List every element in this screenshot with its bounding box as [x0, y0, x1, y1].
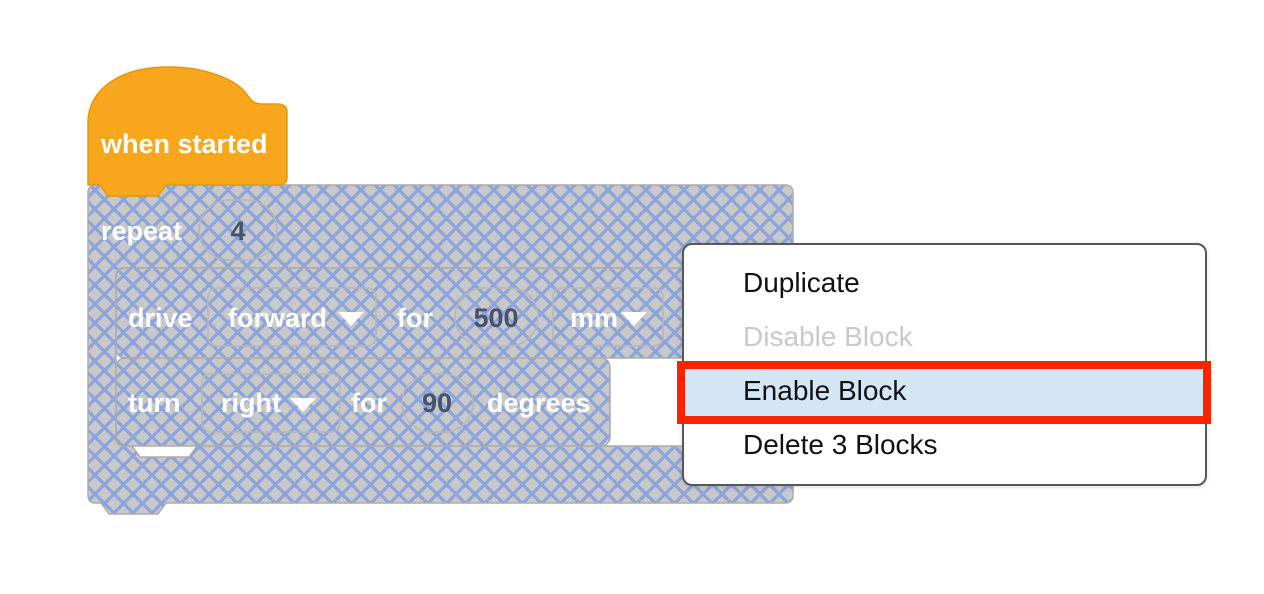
drive-distance-input[interactable] — [454, 287, 539, 347]
drive-distance-value: 500 — [473, 303, 518, 333]
turn-angle-input[interactable] — [401, 373, 474, 433]
drive-unit-dropdown[interactable] — [552, 287, 664, 347]
dropdown-arrow-icon[interactable] — [290, 398, 316, 412]
context-menu: Duplicate Disable Block Enable Block Del… — [682, 243, 1207, 486]
dropdown-arrow-icon[interactable] — [621, 312, 647, 326]
dropdown-arrow-icon[interactable] — [338, 312, 364, 326]
repeat-count-input[interactable] — [198, 199, 278, 261]
when-started-hat-block[interactable] — [87, 66, 288, 197]
when-started-label: when started — [100, 129, 268, 159]
turn-degrees-label: degrees — [487, 388, 591, 418]
drive-for-label: for — [397, 303, 433, 333]
drive-direction-value: forward — [228, 303, 327, 333]
drive-unit-value: mm — [570, 303, 618, 333]
repeat-label: repeat — [101, 216, 182, 246]
turn-direction-dropdown[interactable] — [201, 373, 341, 433]
menu-item-duplicate[interactable]: Duplicate — [743, 267, 860, 298]
turn-for-label: for — [351, 388, 387, 418]
turn-block[interactable] — [115, 357, 611, 447]
repeat-count-value: 4 — [230, 216, 245, 246]
turn-label: turn — [128, 388, 180, 418]
menu-item-disable-block: Disable Block — [743, 321, 913, 352]
drive-direction-dropdown[interactable] — [207, 287, 377, 347]
turn-direction-value: right — [221, 388, 281, 418]
turn-angle-value: 90 — [422, 388, 452, 418]
menu-item-delete-blocks[interactable]: Delete 3 Blocks — [743, 429, 938, 460]
menu-item-enable-block[interactable]: Enable Block — [684, 364, 1205, 418]
drive-label: drive — [128, 303, 193, 333]
